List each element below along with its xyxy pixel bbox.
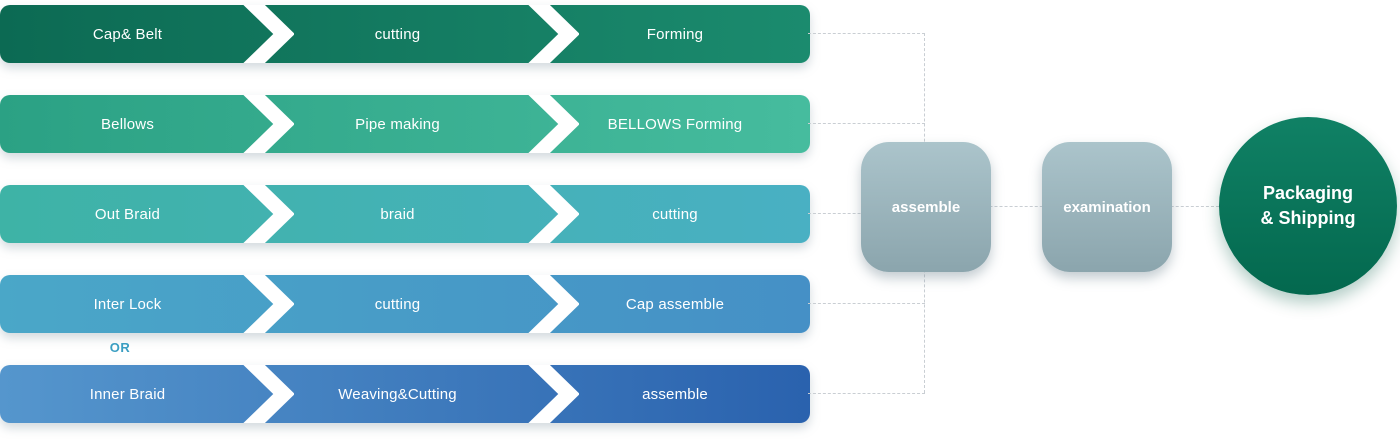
connector-row5 xyxy=(808,393,925,394)
connector-row2 xyxy=(808,123,925,124)
process-step: Inter Lock xyxy=(93,295,162,313)
process-step: cutting xyxy=(652,205,698,223)
process-step: Bellows xyxy=(100,115,155,133)
chevron-right-icon xyxy=(528,185,579,243)
process-row-out-braid: Out Braid braid cutting xyxy=(0,185,810,243)
assemble-node: assemble xyxy=(861,142,991,272)
chevron-right-icon xyxy=(243,365,294,423)
assemble-node-label: assemble xyxy=(891,198,961,216)
process-row-cap-belt: Cap& Belt cutting Forming xyxy=(0,5,810,63)
packaging-shipping-label-line2: & Shipping xyxy=(1260,208,1356,228)
chevron-right-icon xyxy=(243,5,294,63)
process-step: Cap assemble xyxy=(625,295,725,313)
chevron-right-icon xyxy=(528,95,579,153)
process-step: Cap& Belt xyxy=(92,25,163,43)
chevron-right-icon xyxy=(243,95,294,153)
process-step: Inner Braid xyxy=(89,385,166,403)
chevron-right-icon xyxy=(528,5,579,63)
process-step: assemble xyxy=(642,385,708,403)
examination-node: examination xyxy=(1042,142,1172,272)
process-row-inner-braid: Inner Braid Weaving&Cutting assemble xyxy=(0,365,810,423)
chevron-right-icon xyxy=(243,275,294,333)
connector-row1 xyxy=(808,33,925,34)
or-label: OR xyxy=(109,340,131,355)
chevron-right-icon xyxy=(243,185,294,243)
process-step: Forming xyxy=(646,25,704,43)
process-row-inter-lock: Inter Lock cutting Cap assemble xyxy=(0,275,810,333)
process-step: Out Braid xyxy=(94,205,161,223)
process-step: braid xyxy=(380,205,415,223)
connector-row4 xyxy=(808,303,925,304)
process-step: BELLOWS Forming xyxy=(607,115,743,133)
process-step: Pipe making xyxy=(355,115,440,133)
examination-node-label: examination xyxy=(1063,198,1151,216)
process-row-bellows: Bellows Pipe making BELLOWS Forming xyxy=(0,95,810,153)
chevron-right-icon xyxy=(528,275,579,333)
process-step: cutting xyxy=(374,25,421,43)
packaging-shipping-label-line1: Packaging xyxy=(1262,182,1354,203)
packaging-shipping-node: Packaging & Shipping xyxy=(1219,117,1397,295)
process-step: Weaving&Cutting xyxy=(338,385,457,403)
process-step: cutting xyxy=(374,295,421,313)
chevron-right-icon xyxy=(528,365,579,423)
